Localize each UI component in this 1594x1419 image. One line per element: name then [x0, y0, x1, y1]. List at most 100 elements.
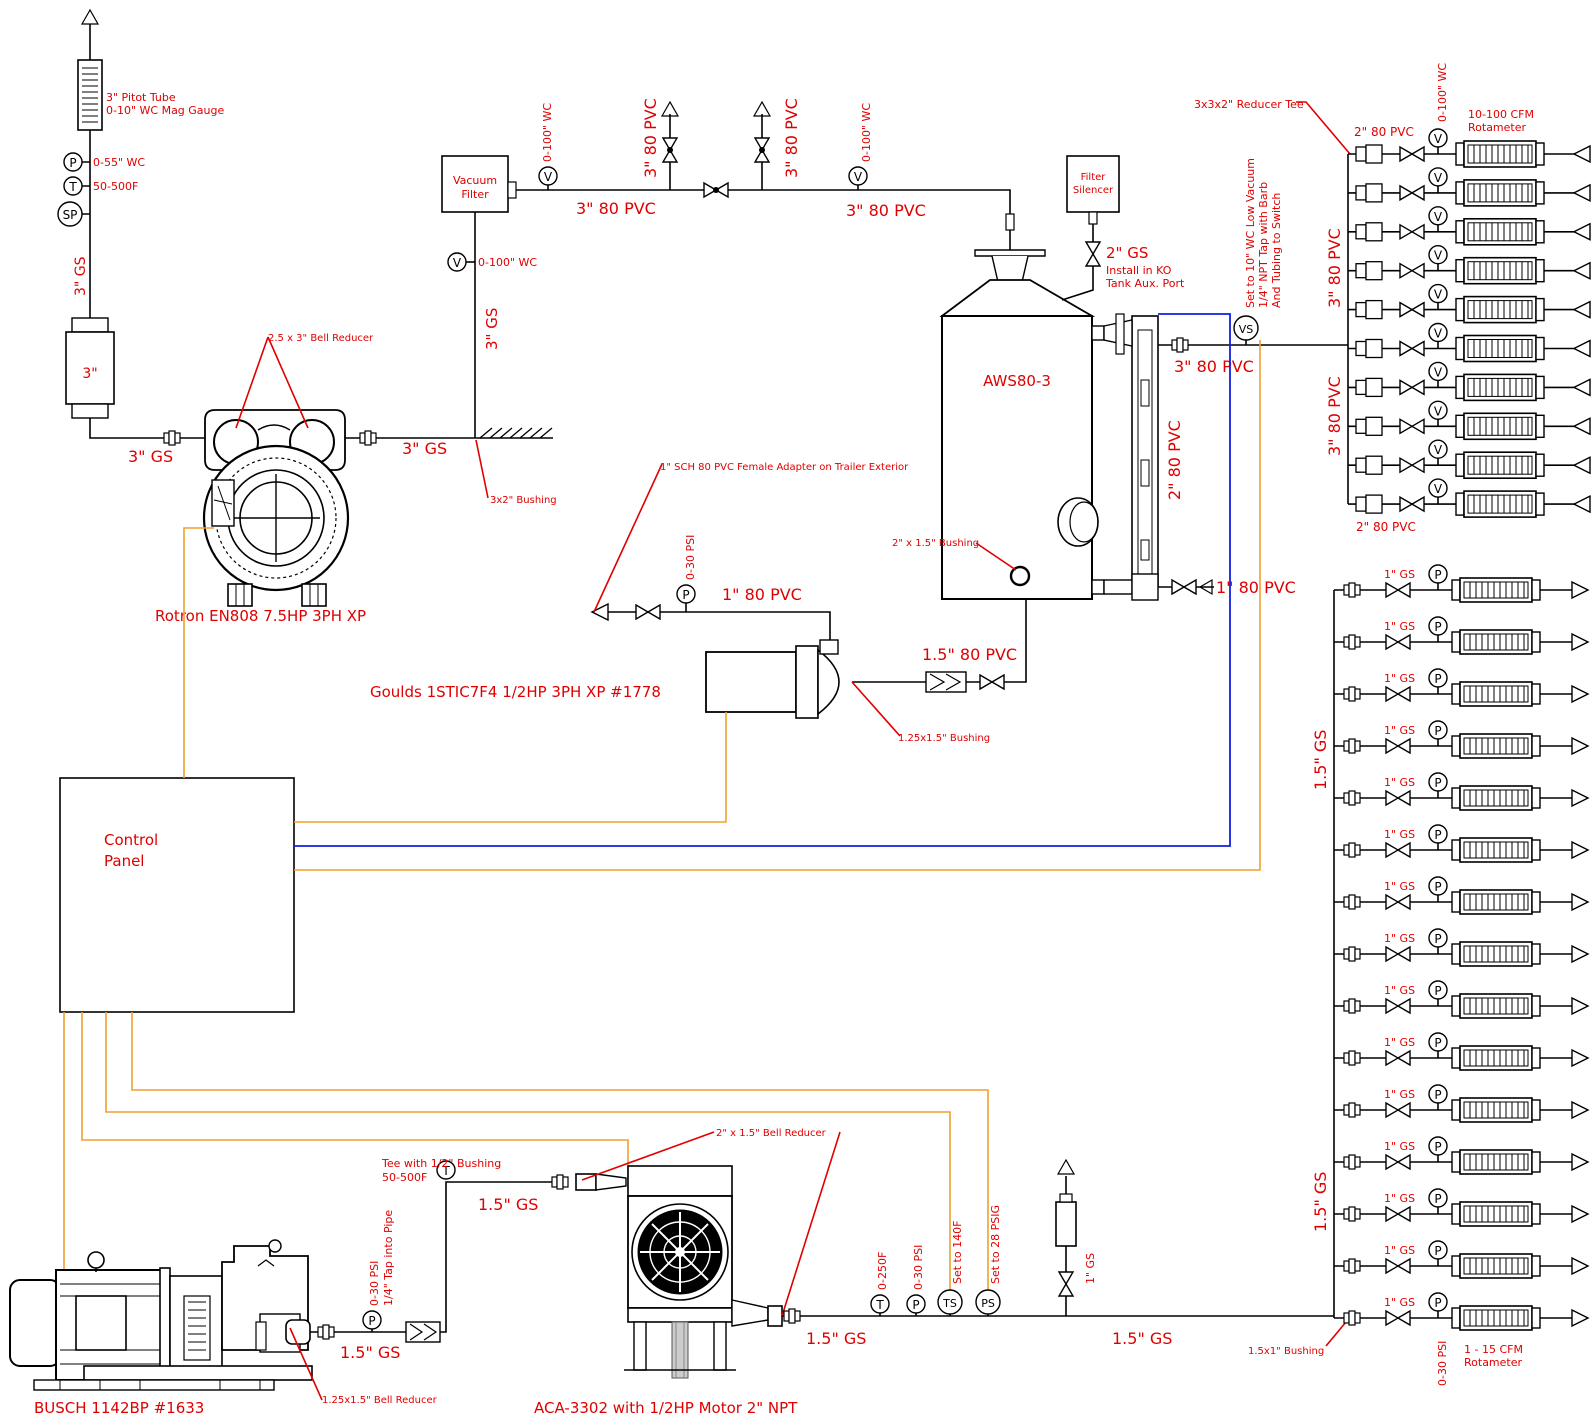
branch-pipe-label: 1" GS: [1384, 672, 1415, 685]
reducer-fitting: [1355, 183, 1383, 203]
branch-valve-icon[interactable]: [1385, 946, 1411, 962]
gauge-letter: P: [1434, 1140, 1441, 1154]
branch-valve-icon[interactable]: [1399, 146, 1425, 162]
outlet-icon: [1571, 1257, 1589, 1275]
branch-valve-icon[interactable]: [1385, 842, 1411, 858]
cooler-outlet-pipe: 1.5" GS: [806, 1329, 866, 1348]
vacuum-gauge-icon: [1428, 128, 1448, 148]
rotameter-icon: [1455, 412, 1545, 441]
branch-valve-icon[interactable]: [1399, 496, 1425, 512]
inlet-icon: [1573, 417, 1591, 435]
pressure-gauge-icon: [1428, 824, 1448, 844]
transfer-pump: P 0-30 PSI 1" 80 PVC 1" SCH 80 PVC Femal…: [370, 462, 1027, 744]
branch-pipe-label: 1" GS: [1384, 776, 1415, 789]
union-fitting: [1343, 1258, 1361, 1274]
inlet-icon: [1573, 300, 1591, 319]
pitot-tube-icon: [77, 59, 103, 131]
pressure-gauge-icon: [1428, 772, 1448, 792]
branch-valve-icon[interactable]: [1385, 1258, 1411, 1274]
branch-valve-icon[interactable]: [1385, 1050, 1411, 1066]
gauge-letter: P: [1434, 828, 1441, 842]
branch-valve-icon[interactable]: [1399, 340, 1425, 357]
branch-valve-icon[interactable]: [1399, 418, 1425, 434]
reducer-fitting: [1355, 144, 1383, 164]
relief-vent-icon: [1056, 1158, 1076, 1175]
tank-bushing-label: 2" x 1.5" Bushing: [892, 538, 979, 549]
pressure-gauge-icon: [1428, 720, 1448, 740]
branch-valve-icon[interactable]: [1399, 301, 1425, 318]
lower-branch: 1" GS P: [1334, 824, 1589, 863]
branch-valve-icon[interactable]: [1385, 998, 1411, 1014]
vacuum-gauge-icon: [1428, 167, 1448, 187]
branch-valve-icon[interactable]: [1385, 738, 1411, 754]
branch-valve-icon[interactable]: [1385, 686, 1411, 702]
rotameter-icon: [1455, 490, 1545, 518]
branch-valve-icon[interactable]: [1385, 894, 1411, 910]
branch-valve-icon[interactable]: [1385, 790, 1411, 806]
branch-pipe-label: 1" GS: [1384, 828, 1415, 841]
branch-valve-icon[interactable]: [1385, 1102, 1411, 1118]
tee-note: Tee with 1/2" Bushing: [381, 1157, 501, 1170]
union-fitting: [1343, 946, 1361, 962]
gauge-letter: V: [1434, 327, 1443, 341]
main-pipe-label: 1.5" GS: [1112, 1329, 1172, 1348]
relief-pipe-label: 1" GS: [1084, 1253, 1097, 1284]
gauge-letter: P: [1434, 1244, 1441, 1258]
pressure-gauge-icon: [676, 584, 696, 604]
pressure-gauge-icon: [362, 1310, 382, 1330]
rotary-compressor: BUSCH 1142BP #1633 1.25x1.5" Bell Reduce…: [9, 1157, 569, 1417]
outlet-icon: [1571, 1049, 1589, 1067]
branch-pipe-top: 2" 80 PVC: [1354, 125, 1414, 139]
gauge-letter: V: [1434, 365, 1443, 379]
vacuum-gauge-icon: [1428, 400, 1448, 420]
pressure-gauge-icon: [1428, 928, 1448, 948]
branch-valve-icon[interactable]: [1399, 185, 1425, 201]
vs-note-1: Set to 10" WC Low Vacuum: [1244, 158, 1257, 308]
pressure-range-label: 0-55" WC: [93, 156, 145, 169]
compressor-reducer-label: 1.25x1.5" Bell Reducer: [322, 1395, 438, 1406]
union-fitting: [1343, 894, 1361, 910]
branch-valve-icon[interactable]: [1385, 634, 1411, 650]
pressure-gauge-icon: [1428, 1188, 1448, 1208]
gauge-letter: V: [1434, 132, 1443, 146]
stack-silencer: [65, 331, 115, 405]
blower-label: Rotron EN808 7.5HP 3PH XP: [155, 607, 366, 625]
branch-valve-icon[interactable]: [1385, 582, 1411, 598]
branch-valve-icon[interactable]: [1385, 1206, 1411, 1222]
reducer-fitting: [1355, 494, 1383, 514]
gauge-letter: P: [1434, 1296, 1441, 1310]
upper-branch: V: [1348, 361, 1591, 402]
outlet-icon: [1571, 1309, 1589, 1327]
control-panel[interactable]: [59, 777, 295, 1013]
reducer-fitting: [1355, 222, 1383, 242]
gauge-letter: P: [912, 1298, 919, 1312]
branch-valve-icon[interactable]: [1399, 457, 1425, 473]
branch-valve-icon[interactable]: [1399, 263, 1425, 279]
pressure-gauge-icon: [1428, 564, 1448, 584]
branch-pipe-label: 1" GS: [1384, 1296, 1415, 1309]
rotameter-icon: [1455, 373, 1545, 402]
blower-outlet-pipe-label: 3" GS: [402, 439, 447, 458]
inlet-icon: [1573, 184, 1591, 202]
upper-branch: V: [1348, 167, 1591, 207]
rotameter-icon: [1451, 785, 1541, 811]
filter-gauge-range: 0-100" WC: [478, 256, 537, 269]
branch-valve-icon[interactable]: [1399, 224, 1425, 240]
vacuum-filter-name-2: Filter: [461, 188, 489, 201]
vs-note-2: 1/4" NPT Tap with Barb: [1257, 182, 1270, 308]
lower-rotameter-label: Rotameter: [1464, 1356, 1522, 1369]
vacuum-gauge-icon: [1428, 439, 1448, 459]
adapter-note: 1" SCH 80 PVC Female Adapter on Trailer …: [660, 462, 909, 473]
branch-valve-icon[interactable]: [1399, 379, 1425, 396]
branch-valve-icon[interactable]: [1385, 1310, 1411, 1326]
gauge-letter: V: [1434, 210, 1443, 224]
cooler-reducer-label: 2" x 1.5" Bell Reducer: [716, 1128, 827, 1139]
branch-valve-icon[interactable]: [1385, 1154, 1411, 1170]
reducer-fitting: [1355, 261, 1383, 281]
rotameter-icon: [1455, 179, 1545, 207]
